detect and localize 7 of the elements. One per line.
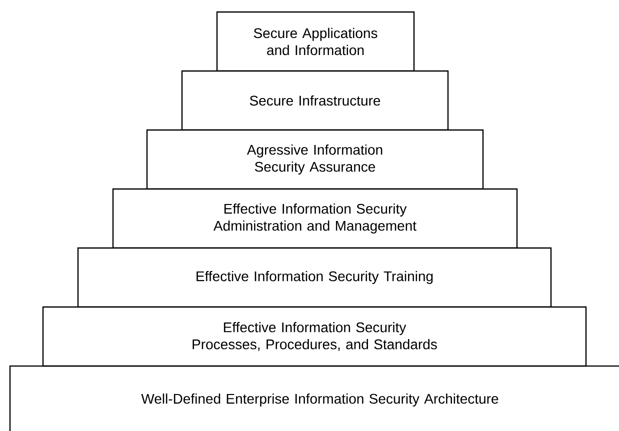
tier-box: Effective Information Security Administration and Management bbox=[112, 188, 518, 249]
tier-box: Well-Defined Enterprise Information Security Architecture bbox=[9, 365, 619, 431]
tier-box: Secure Infrastructure bbox=[181, 70, 449, 131]
tier-box: Agressive Information Security Assurance bbox=[146, 129, 484, 190]
tier-box: Effective Information Security Training bbox=[77, 247, 552, 308]
tier-box: Effective Information Security Processes, Procedures, and Standards bbox=[42, 306, 587, 367]
tier-box: Secure Applications and Information bbox=[216, 11, 415, 72]
